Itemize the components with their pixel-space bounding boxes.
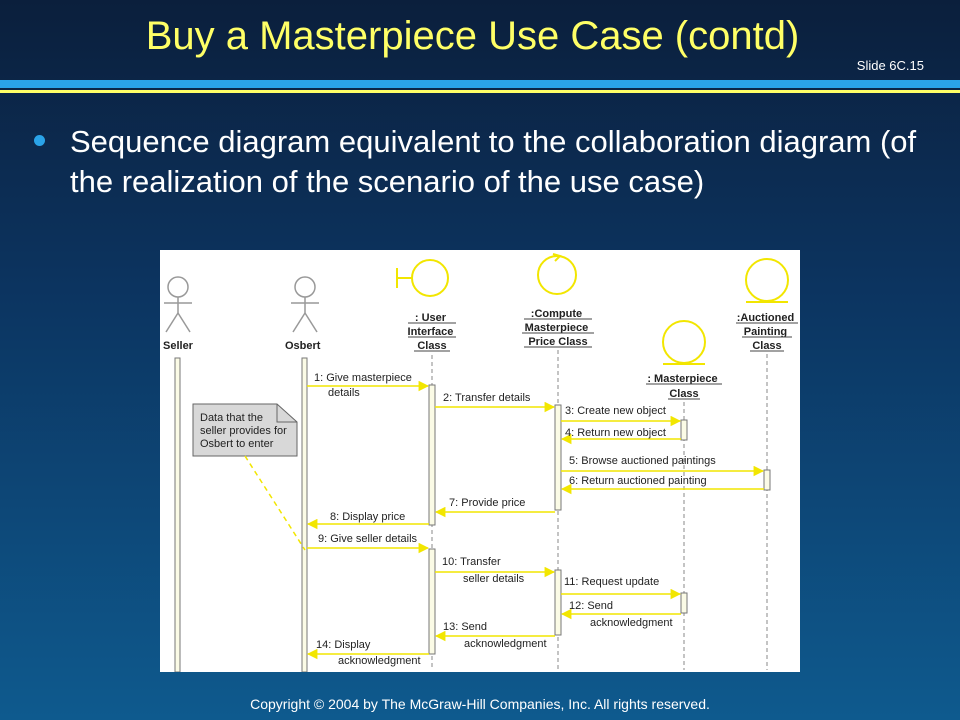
object-masterpiece-label: : Masterpiece Class <box>647 373 720 400</box>
messages <box>306 380 765 660</box>
object-ui-label: : User Interface Class <box>408 312 457 352</box>
note: Data that the seller provides for Osbert… <box>192 403 306 551</box>
footer-copyright: Copyright © 2004 by The McGraw-Hill Comp… <box>250 696 710 712</box>
note-text: Data that the seller provides for Osbert… <box>200 412 290 450</box>
message-label-13: 13: Send acknowledgment <box>443 621 547 650</box>
bullet-dot <box>34 135 45 146</box>
activation-ui-2 <box>428 548 436 655</box>
slide-title: Buy a Masterpiece Use Case (contd) <box>145 14 800 58</box>
bullet-text: Sequence diagram equivalent to the colla… <box>70 124 917 199</box>
activation-auctioned <box>763 469 771 491</box>
activation-osbert <box>301 357 308 672</box>
message-label-2: 2: Transfer details <box>443 392 531 404</box>
title-divider-yellow <box>0 90 960 93</box>
activation-seller <box>174 357 181 672</box>
control-icon <box>537 253 577 295</box>
sequence-diagram: Seller Osbert : User Interface Class <box>160 250 800 672</box>
object-auctioned-label: :Auctioned Painting Class <box>737 312 798 352</box>
message-label-5: 5: Browse auctioned paintings <box>569 455 716 467</box>
entity-icon-masterpiece <box>662 320 706 365</box>
slide-number: Slide 6C.15 <box>856 58 924 73</box>
message-labels: 1: Give masterpiece details 2: Transfer … <box>314 372 716 667</box>
boundary-icon <box>396 259 449 297</box>
message-label-9: 9: Give seller details <box>318 533 418 545</box>
message-label-6: 6: Return auctioned painting <box>569 475 707 487</box>
activation-masterpiece-1 <box>680 419 688 441</box>
activation-ui-1 <box>428 384 436 526</box>
message-label-11: 11: Request update <box>564 576 659 588</box>
actor-osbert-label: Osbert <box>285 340 321 352</box>
activation-compute-1 <box>554 404 562 511</box>
message-label-8: 8: Display price <box>330 511 405 523</box>
title-divider-blue <box>0 80 960 88</box>
message-label-7: 7: Provide price <box>449 497 525 509</box>
sequence-diagram-svg: Seller Osbert : User Interface Class <box>163 253 798 672</box>
activation-compute-2 <box>554 569 562 636</box>
actor-seller <box>164 276 192 333</box>
actor-seller-label: Seller <box>163 340 194 352</box>
message-label-3: 3: Create new object <box>565 405 666 417</box>
message-label-4: 4: Return new object <box>565 427 666 439</box>
message-label-12: 12: Send acknowledgment <box>569 600 673 629</box>
activation-bars <box>174 357 771 672</box>
activation-masterpiece-2 <box>680 592 688 614</box>
message-label-10: 10: Transfer seller details <box>442 556 525 585</box>
message-label-14: 14: Display acknowledgment <box>316 639 421 667</box>
message-label-1: 1: Give masterpiece details <box>314 372 415 399</box>
actor-osbert <box>291 276 319 333</box>
object-compute-label: :Compute Masterpiece Price Class <box>525 308 592 348</box>
entity-icon-auctioned <box>745 258 789 303</box>
